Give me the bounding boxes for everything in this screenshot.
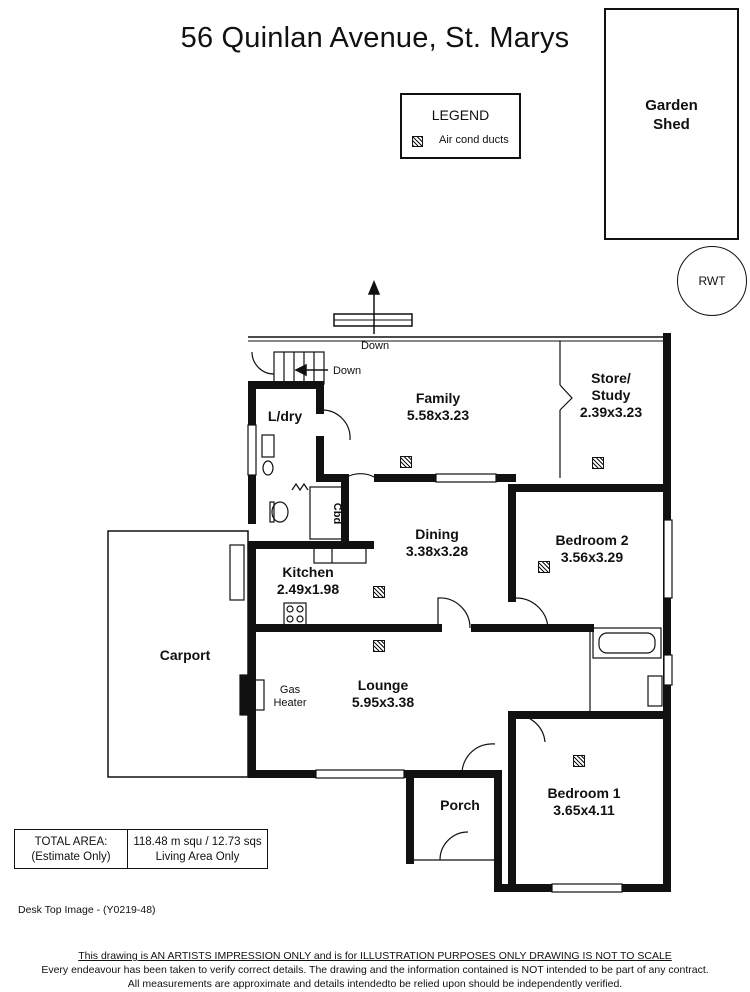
room-dining: Dining 3.38x3.28: [406, 526, 468, 560]
area-label1: TOTAL AREA:: [34, 836, 108, 848]
room-dining-name: Dining: [415, 526, 459, 542]
total-area-value: 118.48 m squ / 12.73 sqs Living Area Onl…: [128, 830, 267, 868]
room-kitchen: Kitchen 2.49x1.98: [277, 564, 339, 598]
legend-item: Air cond ducts: [439, 134, 509, 146]
room-cbd: Cbd: [331, 502, 344, 525]
legend-heading: LEGEND: [431, 107, 490, 123]
room-bed1-size: 3.65x4.11: [553, 802, 615, 818]
plan-title: 56 Quinlan Avenue, St. Marys: [180, 22, 570, 54]
total-area-label: TOTAL AREA: (Estimate Only): [15, 830, 128, 868]
shed-label-line2: Shed: [653, 116, 690, 133]
garden-shed-label: Garden Shed: [606, 96, 737, 134]
room-bed2-name: Bedroom 2: [555, 532, 629, 548]
legend-box: LEGEND Air cond ducts: [400, 93, 521, 159]
room-bed2-size: 3.56x3.29: [560, 549, 624, 565]
room-store-size: 2.39x3.23: [579, 404, 643, 420]
duct-bed2-icon: [538, 561, 550, 573]
area-value1: 118.48 m squ / 12.73 sqs: [133, 836, 262, 848]
room-kitchen-size: 2.49x1.98: [276, 581, 340, 597]
duct-family-icon: [400, 456, 412, 468]
duct-bed1-icon: [573, 755, 585, 767]
rainwater-tank: RWT: [677, 246, 747, 316]
disclaimer-line-3: All measurements are approximate and det…: [127, 978, 623, 990]
gas-heater-l1: Gas: [279, 684, 301, 696]
down-label-top: Down: [360, 340, 390, 352]
area-label2: (Estimate Only): [31, 851, 111, 863]
room-store-name1: Store/: [591, 370, 631, 386]
room-family: Family 5.58x3.23: [407, 390, 469, 424]
disclaimer-line-1: This drawing is AN ARTISTS IMPRESSION ON…: [78, 950, 672, 962]
room-store-study: Store/ Study 2.39x3.23: [580, 370, 642, 421]
room-porch: Porch: [440, 797, 480, 813]
room-lounge: Lounge 5.95x3.38: [352, 677, 414, 711]
shed-label-line1: Garden: [645, 97, 698, 114]
total-area-box: TOTAL AREA: (Estimate Only) 118.48 m squ…: [14, 829, 268, 869]
room-kitchen-name: Kitchen: [282, 564, 334, 580]
disclaimer-line-2: Every endeavour has been taken to verify…: [41, 964, 709, 976]
room-family-size: 5.58x3.23: [406, 407, 470, 423]
room-bedroom-2: Bedroom 2 3.56x3.29: [555, 532, 628, 566]
gas-heater-label: Gas Heater: [273, 684, 306, 710]
room-family-name: Family: [415, 390, 461, 406]
area-value2: Living Area Only: [155, 851, 240, 863]
image-reference: Desk Top Image - (Y0219-48): [18, 904, 156, 916]
down-label-stairs: Down: [332, 365, 362, 377]
duct-swatch-icon: [412, 136, 423, 147]
duct-lounge-icon: [373, 640, 385, 652]
duct-store-icon: [592, 457, 604, 469]
room-bed1-name: Bedroom 1: [547, 785, 621, 801]
room-laundry: L/dry: [267, 408, 303, 424]
duct-dining-icon: [373, 586, 385, 598]
gas-heater-l2: Heater: [273, 697, 307, 709]
garden-shed: Garden Shed: [604, 8, 739, 240]
room-dining-size: 3.38x3.28: [405, 543, 469, 559]
room-lounge-size: 5.95x3.38: [351, 694, 415, 710]
room-carport: Carport: [159, 647, 211, 663]
room-bedroom-1: Bedroom 1 3.65x4.11: [547, 785, 620, 819]
room-lounge-name: Lounge: [357, 677, 409, 693]
room-store-name2: Study: [591, 387, 631, 403]
